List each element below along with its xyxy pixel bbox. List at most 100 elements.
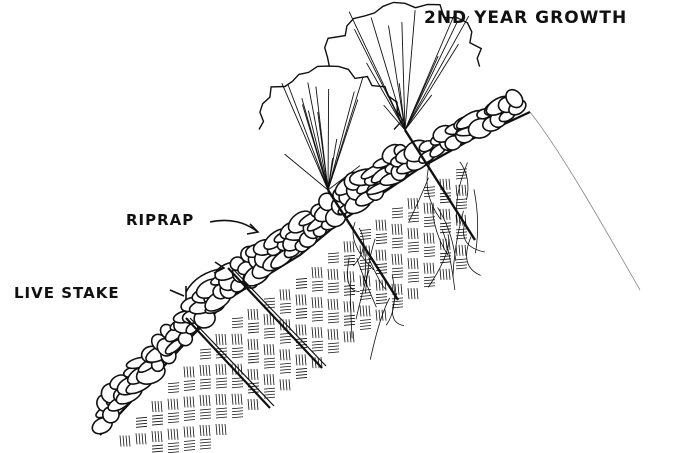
soil-hatch-stroke <box>129 436 130 447</box>
soil-hatch-stroke <box>238 394 239 405</box>
soil-hatch-stroke <box>235 334 236 345</box>
soil-hatch-stroke <box>200 439 211 440</box>
soil-hatch-stroke <box>200 349 211 350</box>
soil-hatch-stroke <box>152 401 153 412</box>
soil-hatch-stroke <box>392 208 403 209</box>
soil-hatch-stroke <box>328 346 339 347</box>
soil-hatch-stroke <box>280 342 291 343</box>
soil-hatch-stroke <box>360 320 371 321</box>
soil-hatch-stroke <box>462 185 463 196</box>
soil-hatch-stroke <box>456 268 467 269</box>
soil-hatch-stroke <box>328 292 339 293</box>
soil-hatch-stroke <box>216 394 217 405</box>
soil-hatch-stroke <box>257 339 258 350</box>
soil-hatch-stroke <box>206 365 207 376</box>
soil-hatch-stroke <box>273 374 274 385</box>
soil-hatch-stroke <box>331 299 332 310</box>
soil-hatch-stroke <box>344 258 355 259</box>
soil-hatch-stroke <box>344 324 355 325</box>
soil-hatch-stroke <box>264 361 275 362</box>
soil-hatch-stroke <box>257 369 258 380</box>
soil-hatch-stroke <box>315 327 316 338</box>
soil-hatch-stroke <box>251 369 252 380</box>
soil-hatch-stroke <box>251 399 252 410</box>
soil-hatch-stroke <box>360 326 371 327</box>
soil-hatch-stroke <box>203 365 204 376</box>
soil-hatch-stroke <box>232 324 243 325</box>
soil-hatch-stroke <box>321 267 322 278</box>
soil-hatch-stroke <box>209 365 210 376</box>
soil-hatch-stroke <box>315 267 316 278</box>
soil-hatch-stroke <box>219 364 220 375</box>
soil-hatch-stroke <box>334 299 335 310</box>
soil-hatch-stroke <box>401 224 402 235</box>
soil-hatch-stroke <box>456 229 467 230</box>
soil-hatch-stroke <box>209 425 210 436</box>
soil-hatch-stroke <box>424 250 435 251</box>
soil-hatch-stroke <box>328 349 339 350</box>
soil-hatch-stroke <box>296 324 297 335</box>
soil-hatch-stroke <box>168 383 179 384</box>
soil-hatch-stroke <box>376 234 387 235</box>
soil-hatch-stroke <box>408 218 419 219</box>
soil-hatch-stroke <box>251 309 252 320</box>
soil-hatch-stroke <box>219 394 220 405</box>
soil-hatch-stroke <box>222 334 223 345</box>
soil-hatch-stroke <box>216 408 227 409</box>
soil-hatch-stroke <box>462 245 463 256</box>
soil-hatch-stroke <box>184 416 195 417</box>
soil-hatch-stroke <box>219 424 220 435</box>
soil-hatch-stroke <box>145 433 146 444</box>
soil-hatch-stroke <box>449 179 450 190</box>
soil-hatch-stroke <box>286 349 287 360</box>
soil-hatch-stroke <box>283 289 284 300</box>
soil-hatch-stroke <box>299 294 300 305</box>
soil-hatch-stroke <box>206 425 207 436</box>
soil-hatch-stroke <box>168 386 179 387</box>
soil-hatch-stroke <box>440 226 451 227</box>
soil-hatch-stroke <box>456 199 467 200</box>
soil-hatch-stroke <box>177 399 178 410</box>
soil-hatch-stroke <box>395 284 396 295</box>
soil-hatch-stroke <box>264 374 265 385</box>
soil-hatch-stroke <box>334 269 335 280</box>
soil-hatch-stroke <box>408 198 409 209</box>
soil-hatch-stroke <box>376 300 387 301</box>
soil-hatch-stroke <box>120 436 121 447</box>
soil-hatch-stroke <box>200 395 201 406</box>
soil-hatch-stroke <box>200 448 211 449</box>
soil-hatch-stroke <box>344 315 355 316</box>
soil-hatch-stroke <box>456 208 467 209</box>
soil-hatch-stroke <box>184 440 195 441</box>
soil-hatch-stroke <box>184 396 185 407</box>
soil-hatch-stroke <box>225 424 226 435</box>
soil-hatch-stroke <box>222 424 223 435</box>
soil-hatch-stroke <box>344 294 355 295</box>
soil-hatch-stroke <box>248 326 259 327</box>
soil-hatch-stroke <box>376 310 377 321</box>
soil-hatch-stroke <box>328 299 329 310</box>
soil-hatch-stroke <box>216 384 227 385</box>
soil-hatch-stroke <box>187 366 188 377</box>
live-stake-label: LIVE STAKE <box>14 284 120 302</box>
soil-hatch-stroke <box>257 309 258 320</box>
soil-hatch-stroke <box>408 248 419 249</box>
soil-hatch-stroke <box>328 286 339 287</box>
soil-hatch-stroke <box>280 379 281 390</box>
soil-hatch-stroke <box>312 327 313 338</box>
soil-hatch-stroke <box>296 354 297 365</box>
soil-hatch-stroke <box>200 355 211 356</box>
soil-hatch-stroke <box>254 369 255 380</box>
soil-hatch-stroke <box>184 443 195 444</box>
soil-hatch-stroke <box>456 232 467 233</box>
soil-hatch-stroke <box>280 366 291 367</box>
soil-hatch-stroke <box>200 445 211 446</box>
soil-hatch-stroke <box>305 324 306 335</box>
soil-hatch-stroke <box>305 294 306 305</box>
soil-hatch-stroke <box>296 338 307 339</box>
soil-hatch-stroke <box>424 220 435 221</box>
soil-hatch-stroke <box>344 271 345 282</box>
soil-hatch-stroke <box>296 287 307 288</box>
soil-hatch-stroke <box>187 426 188 437</box>
soil-hatch-stroke <box>379 220 380 231</box>
